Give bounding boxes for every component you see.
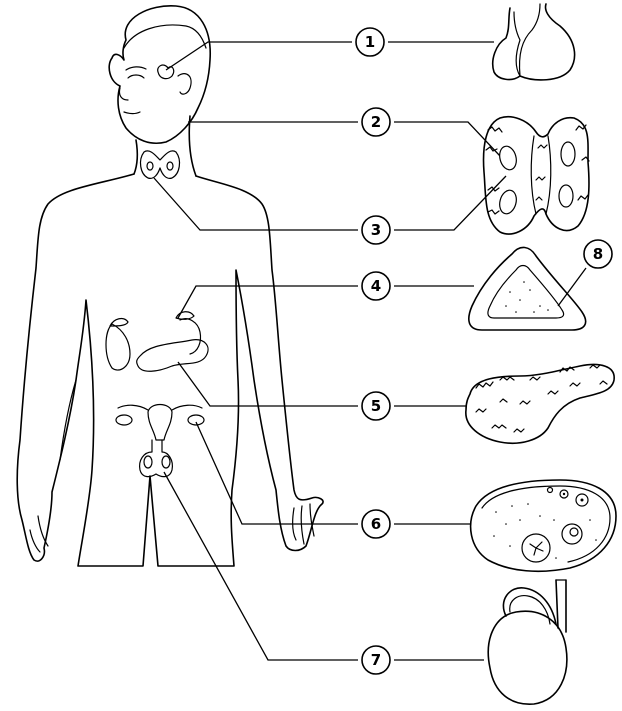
leader-4 bbox=[178, 286, 474, 318]
testes-in-body bbox=[140, 440, 173, 477]
neck-left bbox=[134, 140, 137, 174]
testis bbox=[488, 580, 567, 704]
callout-1: 1 bbox=[356, 28, 384, 56]
ovary-section bbox=[471, 480, 616, 571]
neck-right bbox=[189, 116, 196, 176]
callout-5-label: 5 bbox=[371, 397, 381, 415]
leader-2 bbox=[188, 122, 500, 156]
callout-4-label: 4 bbox=[371, 277, 381, 295]
pituitary-gland bbox=[493, 4, 575, 80]
ear bbox=[178, 74, 191, 94]
pancreas-in-body bbox=[137, 340, 208, 372]
hair-line bbox=[124, 25, 206, 48]
uterus-in-body bbox=[116, 405, 204, 441]
callout-3-label: 3 bbox=[371, 221, 381, 239]
callout-5: 5 bbox=[362, 392, 390, 420]
callout-4: 4 bbox=[362, 272, 390, 300]
thyroid-in-neck bbox=[141, 151, 180, 178]
callout-8-label: 8 bbox=[593, 245, 603, 263]
leader-5 bbox=[178, 362, 466, 406]
thyroid-gland bbox=[484, 117, 589, 234]
brow bbox=[126, 67, 146, 70]
nose bbox=[119, 88, 128, 100]
adrenal-gland-section bbox=[469, 247, 586, 330]
callout-2: 2 bbox=[362, 108, 390, 136]
body-outline bbox=[17, 174, 323, 566]
callout-8: 8 bbox=[584, 240, 612, 268]
callout-2-label: 2 bbox=[371, 113, 381, 131]
callout-7-label: 7 bbox=[371, 651, 381, 669]
eye bbox=[128, 75, 144, 78]
callout-7: 7 bbox=[362, 646, 390, 674]
callout-1-label: 1 bbox=[365, 33, 375, 51]
left-hand-fingers bbox=[30, 516, 48, 552]
leader-3 bbox=[154, 176, 506, 230]
callout-6: 6 bbox=[362, 510, 390, 538]
mouth bbox=[124, 112, 140, 114]
callout-6-label: 6 bbox=[371, 515, 381, 533]
leader-1 bbox=[166, 42, 494, 70]
callout-3: 3 bbox=[362, 216, 390, 244]
pancreas-gland bbox=[466, 365, 614, 444]
